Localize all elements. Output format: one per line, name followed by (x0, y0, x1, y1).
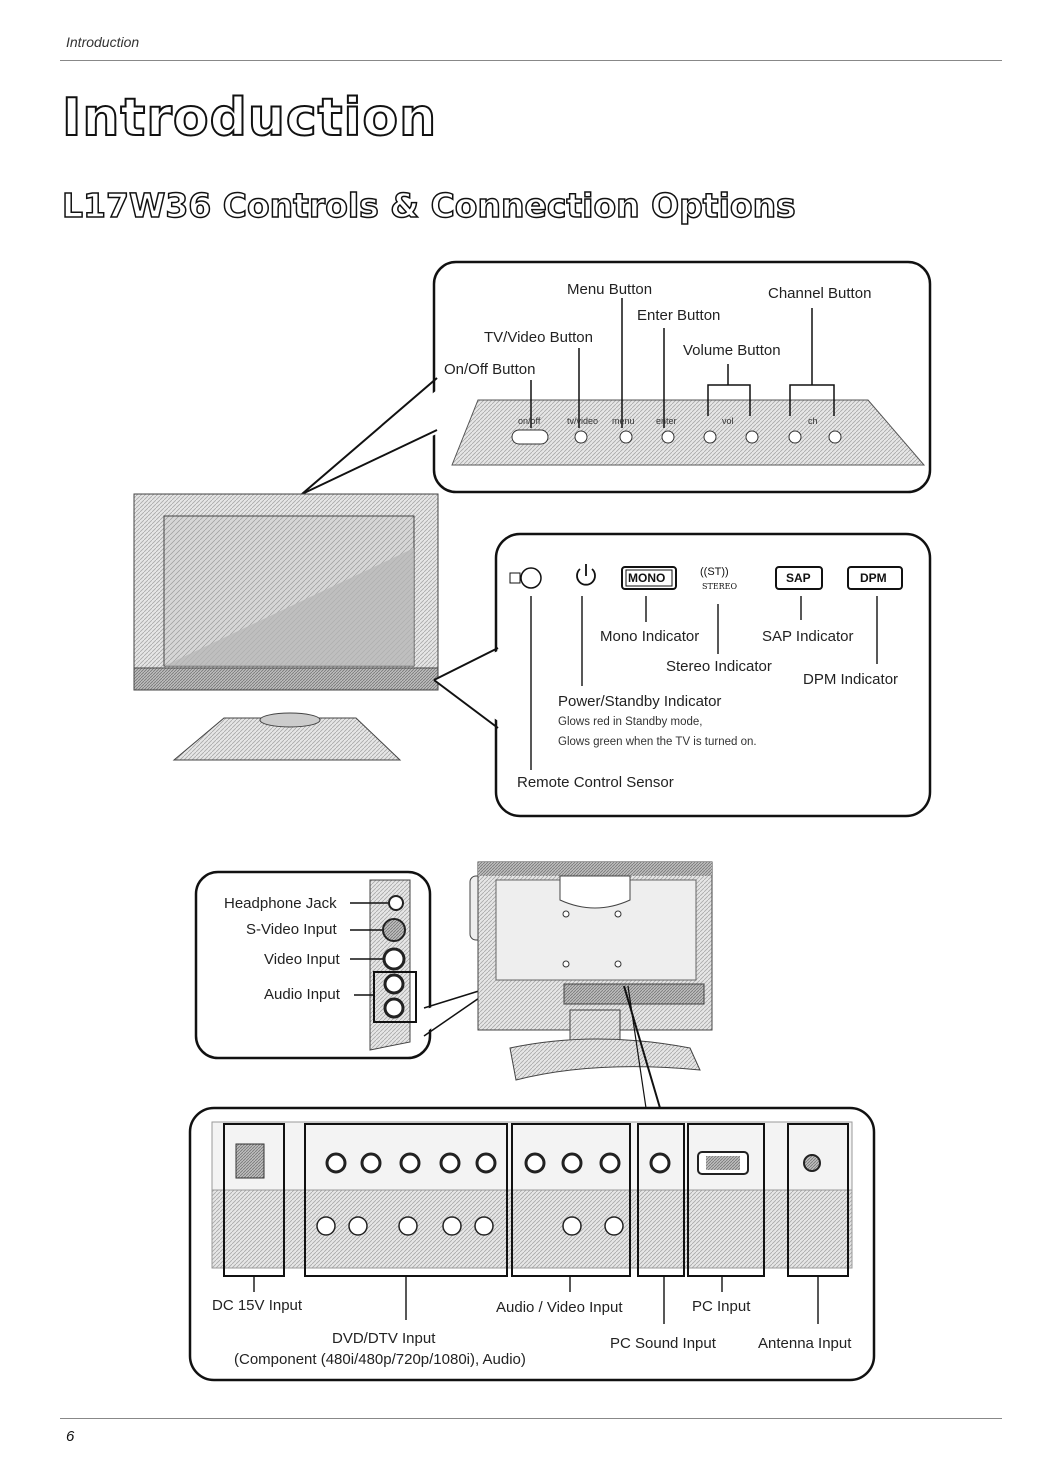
volume-button-label: Volume Button (683, 342, 781, 359)
headphone-jack-label: Headphone Jack (224, 895, 337, 912)
tv-rear (469, 861, 713, 1109)
mono-badge: MONO (628, 571, 666, 585)
stereo-symbol: ((ST)) (700, 566, 729, 578)
av-input-label: Audio / Video Input (496, 1299, 623, 1316)
power-note-green: Glows green when the TV is turned on. (558, 736, 757, 748)
power-indicator-label: Power/Standby Indicator (558, 693, 722, 710)
page-title: Introduction (61, 87, 438, 149)
dpm-indicator-label: DPM Indicator (803, 671, 899, 688)
power-note-red: Glows red in Standby mode, (558, 716, 703, 728)
pc-input-label: PC Input (692, 1298, 751, 1315)
video-input-label: Video Input (264, 951, 340, 968)
dc-input-label: DC 15V Input (212, 1297, 303, 1314)
panel-label-menu: menu (612, 416, 635, 426)
side-input-callout (194, 870, 483, 1060)
panel-label-enter: enter (656, 416, 677, 426)
tvvideo-button-label: TV/Video Button (484, 329, 593, 346)
footer-rule (60, 1418, 1002, 1419)
channel-button-label: Channel Button (768, 285, 872, 302)
sap-indicator-label: SAP Indicator (762, 628, 854, 645)
mono-indicator-label: Mono Indicator (600, 628, 700, 645)
audio-input-label: Audio Input (264, 986, 340, 1003)
enter-button-label: Enter Button (637, 307, 721, 324)
antenna-input-label: Antenna Input (758, 1335, 852, 1352)
stereo-indicator-label: Stereo Indicator (666, 658, 772, 675)
running-header: Introduction (66, 34, 140, 50)
indicator-callout (433, 532, 932, 818)
dvd-input-label: DVD/DTV Input (332, 1330, 436, 1347)
sap-badge: SAP (786, 571, 811, 585)
rear-input-callout (188, 1106, 876, 1382)
panel-label-tvvideo: tv/video (567, 416, 599, 426)
menu-button-label: Menu Button (567, 281, 653, 298)
header-rule (60, 60, 1002, 61)
section-subtitle: L17W36 Controls & Connection Options (61, 185, 796, 226)
onoff-button-label: On/Off Button (444, 361, 536, 378)
tv-front (133, 493, 439, 761)
dvd-input-note: (Component (480i/480p/720p/1080i), Audio… (234, 1351, 526, 1368)
pc-sound-input-label: PC Sound Input (610, 1335, 716, 1352)
stereo-word: STEREO (702, 582, 738, 591)
svideo-input-label: S-Video Input (246, 921, 337, 938)
panel-label-vol: vol (722, 416, 734, 426)
remote-sensor-label: Remote Control Sensor (517, 774, 674, 791)
panel-label-onoff: on/off (518, 416, 541, 426)
panel-label-ch: ch (808, 416, 818, 426)
page-number: 6 (66, 1428, 75, 1445)
dpm-badge: DPM (860, 571, 887, 585)
front-control-callout (301, 260, 932, 495)
